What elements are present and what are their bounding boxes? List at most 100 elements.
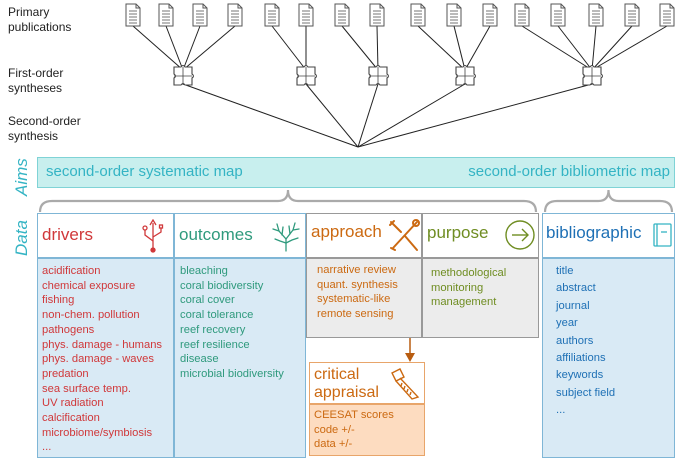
- critical-appraisal-item: data +/-: [314, 438, 353, 451]
- connector-line: [591, 25, 668, 71]
- bibliographic-item: year: [556, 317, 578, 330]
- document-icon: [264, 3, 280, 27]
- connector-line: [591, 25, 633, 71]
- coral-icon: [272, 222, 300, 252]
- document-icon: [369, 3, 385, 27]
- connector-line: [305, 83, 359, 148]
- driver-item: non-chem. pollution: [42, 309, 140, 322]
- connector-line: [182, 83, 359, 148]
- driver-item: predation: [42, 367, 89, 380]
- critical-appraisal-item: CEESAT scores: [314, 409, 394, 421]
- bibliographic-item: ...: [556, 404, 566, 417]
- connector-line: [271, 25, 307, 71]
- approach-header: approach: [306, 213, 422, 258]
- document-icon: [482, 3, 498, 27]
- connector-line: [357, 83, 379, 148]
- connector-line: [357, 83, 466, 148]
- approach-list: narrative review quant. synthesis systemat…: [317, 263, 398, 322]
- bibliographic-item: journal: [556, 299, 590, 312]
- outcome-item: coral biodiversity: [180, 279, 264, 292]
- approach-item: narrative review: [317, 264, 396, 276]
- document-icon: [125, 3, 141, 27]
- document-icon: [514, 3, 530, 27]
- connector-line: [453, 25, 466, 71]
- connector-line: [357, 83, 593, 148]
- driver-item: calcification: [42, 412, 100, 425]
- connector-line: [182, 25, 236, 71]
- tools-icon: [389, 219, 420, 251]
- aims-bar: second-order systematic map second-order…: [37, 157, 675, 188]
- critical-appraisal-item: code +/-: [314, 423, 355, 436]
- critical-appraisal-panel: CEESAT scores code +/- data +/-: [309, 404, 425, 456]
- document-icon: [192, 3, 208, 27]
- outcome-item: coral tolerance: [180, 309, 254, 322]
- bibliographic-item: title: [556, 265, 574, 277]
- critical-appraisal-list: CEESAT scores code +/- data +/-: [314, 408, 394, 452]
- puzzle-icon: [296, 64, 318, 86]
- puzzle-icon: [173, 64, 195, 86]
- document-icon: [624, 3, 640, 27]
- purpose-header: purpose: [422, 213, 539, 258]
- document-icon: [227, 3, 243, 27]
- bibliographic-header: bibliographic: [542, 213, 675, 258]
- connector-line: [376, 25, 379, 71]
- usb-icon: [142, 219, 164, 253]
- purpose-item: methodological: [431, 267, 507, 279]
- puzzle-icon: [368, 64, 390, 86]
- aims-bibliometric-map: second-order bibliometric map: [468, 163, 670, 180]
- aims-systematic-map: second-order systematic map: [46, 163, 243, 180]
- puzzle-icon: [582, 64, 604, 86]
- puzzle-icon: [455, 64, 477, 86]
- outcome-item: bleaching: [180, 265, 228, 277]
- connector-line: [521, 25, 593, 71]
- approach-item: quant. synthesis: [317, 278, 398, 291]
- approach-item: systematic-like: [317, 293, 391, 306]
- document-icon: [446, 3, 462, 27]
- document-icon: [659, 3, 675, 27]
- driver-item: phys. damage - waves: [42, 353, 154, 366]
- driver-item: sea surface temp.: [42, 382, 131, 395]
- drivers-header: drivers: [37, 213, 174, 258]
- document-icon: [298, 3, 314, 27]
- driver-item: ...: [42, 441, 52, 454]
- outcomes-title: outcomes: [179, 225, 253, 244]
- driver-item: pathogens: [42, 323, 95, 336]
- connector-line: [557, 25, 593, 71]
- purpose-title: purpose: [427, 223, 489, 242]
- driver-item: UV radiation: [42, 397, 104, 410]
- connector-line: [464, 25, 491, 71]
- connector-line: [132, 25, 184, 71]
- appraisal-arrow-head: [405, 353, 415, 362]
- saw-icon: [391, 368, 420, 400]
- document-icon: [550, 3, 566, 27]
- arrow-circle-icon: [505, 220, 535, 250]
- outcome-item: reef recovery: [180, 323, 246, 336]
- document-icon: [334, 3, 350, 27]
- outcome-item: reef resilience: [180, 338, 250, 351]
- outcome-item: microbial biodiversity: [180, 367, 284, 380]
- purpose-item: monitoring: [431, 281, 484, 294]
- bibliographic-item: keywords: [556, 369, 604, 382]
- approach-item: remote sensing: [317, 308, 394, 321]
- driver-item: chemical exposure: [42, 279, 136, 292]
- bibliographic-item: affiliations: [556, 352, 606, 365]
- driver-item: microbiome/symbiosis: [42, 426, 153, 439]
- bibliographic-item: abstract: [556, 282, 596, 295]
- connector-line: [165, 25, 184, 71]
- document-icon: [588, 3, 604, 27]
- connector-line: [341, 25, 379, 71]
